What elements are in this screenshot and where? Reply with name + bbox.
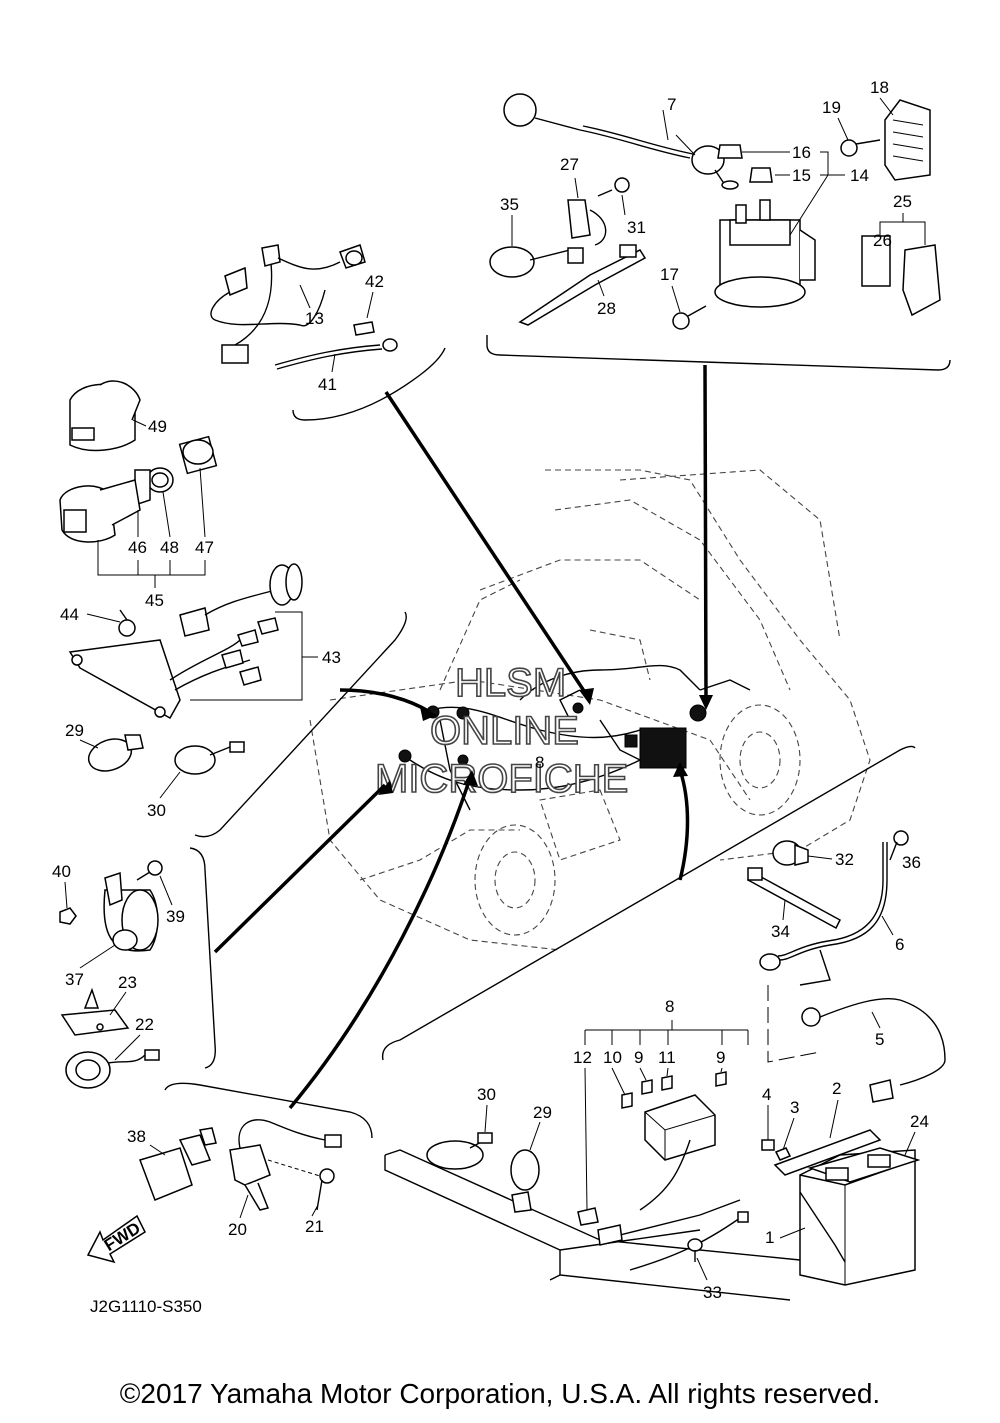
callout-15: 15	[792, 166, 811, 185]
callout-8-fuse: 8	[665, 997, 674, 1016]
callout-8-harness: 8	[535, 753, 544, 772]
callout-30-frame: 30	[477, 1085, 496, 1104]
group-13-callouts: 13 42 41	[299, 272, 384, 394]
harness-43-group	[68, 563, 303, 775]
callout-42: 42	[365, 272, 384, 291]
switch-group	[139, 1119, 342, 1211]
callout-19: 19	[822, 98, 841, 117]
fwd-arrow-icon: FWD	[86, 1214, 146, 1264]
callout-34: 34	[771, 922, 790, 941]
callout-12: 12	[573, 1048, 592, 1067]
main-wire-harness	[398, 664, 751, 811]
group-43-callouts: 44 43 29 30	[60, 605, 341, 820]
callout-36: 36	[902, 853, 921, 872]
callout-11: 11	[658, 1048, 676, 1067]
callout-1: 1	[765, 1228, 774, 1247]
callout-21: 21	[305, 1217, 324, 1236]
callout-16: 16	[792, 143, 811, 162]
callout-7: 7	[667, 95, 676, 114]
battery-cable-group	[747, 830, 946, 1103]
callout-24: 24	[910, 1112, 929, 1131]
callout-39: 39	[166, 907, 185, 926]
callout-38: 38	[127, 1127, 146, 1146]
group-borders	[164, 335, 951, 1139]
group-fusebox-callouts: 8 12 10 9 11 9 30 29 33	[477, 997, 749, 1302]
callout-30: 30	[147, 801, 166, 820]
watermark: HLSM ONLINE MICROFICHE	[374, 660, 629, 802]
group-battery-cable-callouts: 32 36 34 6 5	[771, 850, 921, 1049]
callout-9b: 9	[716, 1048, 725, 1067]
group-switch-callouts: 38 20 21	[127, 1127, 324, 1239]
callout-26: 26	[873, 231, 892, 250]
vehicle-outline	[309, 469, 871, 951]
callout-5: 5	[875, 1030, 884, 1049]
callout-23: 23	[118, 973, 137, 992]
callout-27: 27	[560, 155, 579, 174]
callout-17: 17	[660, 265, 679, 284]
callout-10: 10	[603, 1048, 622, 1067]
callout-20: 20	[228, 1220, 247, 1239]
callout-35: 35	[500, 195, 519, 214]
callout-18: 18	[870, 78, 889, 97]
horn-group	[59, 860, 163, 1089]
callout-22: 22	[135, 1015, 154, 1034]
callout-31: 31	[627, 218, 646, 237]
group-top-right-callouts: 7 16 15 14 19 18 27 35 31 25 26 17 28	[500, 78, 926, 318]
group-horn-callouts: 40 39 37 23 22	[52, 862, 185, 1061]
callout-32: 32	[835, 850, 854, 869]
callout-25: 25	[893, 192, 912, 211]
meter-switch-group	[59, 380, 218, 543]
callout-49: 49	[148, 417, 167, 436]
callout-48: 48	[160, 538, 179, 557]
callout-3: 3	[790, 1098, 799, 1117]
callout-33: 33	[703, 1283, 722, 1302]
group-45-callouts: 49 46 48 47 45	[97, 417, 214, 610]
watermark-line-2: ONLINE	[430, 709, 579, 753]
callout-13: 13	[305, 309, 324, 328]
callout-43: 43	[322, 648, 341, 667]
callout-6: 6	[895, 935, 904, 954]
watermark-line-3: MICROFICHE	[375, 757, 628, 801]
callout-2: 2	[832, 1079, 841, 1098]
callout-4: 4	[762, 1085, 771, 1104]
callout-29: 29	[65, 721, 84, 740]
callout-47: 47	[195, 538, 214, 557]
callout-40: 40	[52, 862, 71, 881]
diagram-code: J2G1110-S350	[90, 1297, 202, 1316]
starter-relay-group	[489, 93, 941, 330]
watermark-line-1: HLSM	[455, 661, 566, 705]
callout-46: 46	[128, 538, 147, 557]
callout-44: 44	[60, 605, 79, 624]
callout-45: 45	[145, 591, 164, 610]
copyright-notice: ©2017 Yamaha Motor Corporation, U.S.A. A…	[119, 1378, 881, 1409]
callout-14: 14	[850, 166, 869, 185]
callout-28: 28	[597, 299, 616, 318]
callout-29-frame: 29	[533, 1103, 552, 1122]
sub-harness-group	[210, 244, 398, 370]
battery-group	[761, 985, 921, 1286]
callout-9a: 9	[634, 1048, 643, 1067]
group-battery-callouts: 4 3 2 24 1	[762, 1079, 929, 1247]
frame-fusebox-group	[384, 1071, 801, 1301]
callout-41: 41	[318, 375, 337, 394]
callout-37: 37	[65, 970, 84, 989]
